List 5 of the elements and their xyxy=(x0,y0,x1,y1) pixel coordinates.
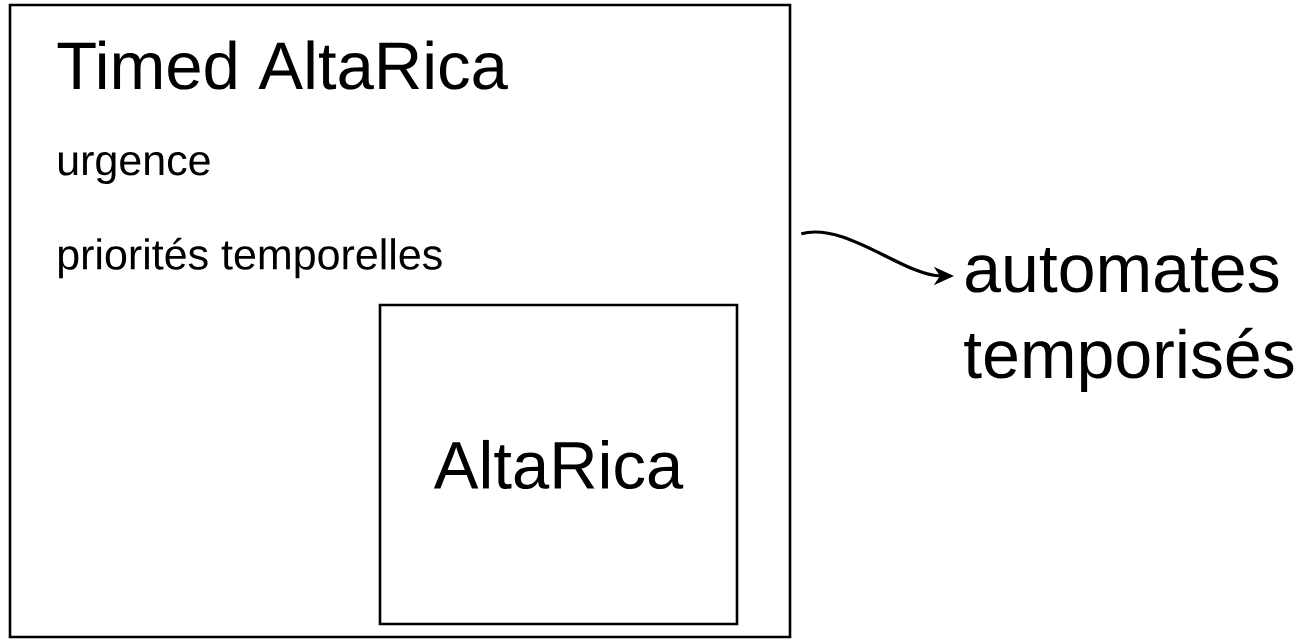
label-text: automates temporisés xyxy=(964,247,1294,393)
box-title: Timed AltaRica xyxy=(57,40,508,90)
feature-text: priorités temporelles xyxy=(59,237,442,279)
feature-text: urgence xyxy=(59,152,210,185)
box-title: AltaRica xyxy=(433,439,684,490)
